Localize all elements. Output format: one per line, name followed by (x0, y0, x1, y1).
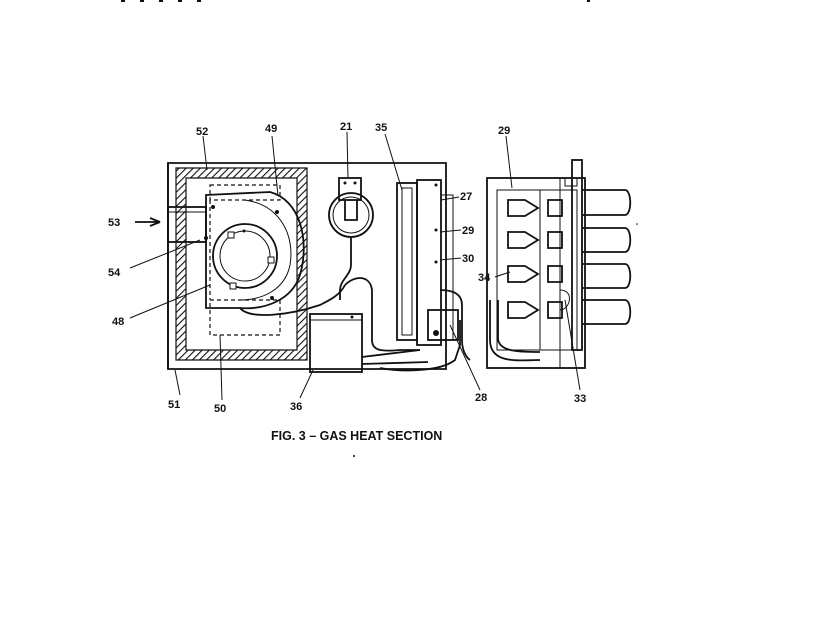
gas-tubing (239, 245, 471, 372)
scan-artifacts (121, 0, 590, 2)
callout-21: 21 (340, 121, 352, 133)
callout-33: 33 (574, 393, 586, 405)
callout-28: 28 (475, 392, 487, 404)
callout-30: 30 (462, 253, 474, 265)
callout-54: 54 (108, 267, 121, 279)
control-box (309, 313, 363, 373)
callout-36: 36 (290, 401, 302, 413)
callout-29-side: 29 (462, 225, 474, 237)
burner-assembly (486, 159, 632, 369)
gas-valve (328, 177, 374, 245)
heat-exchanger (396, 179, 459, 346)
burner-tubes (582, 189, 632, 325)
leader-lines (129, 131, 581, 401)
scan-dot (353, 455, 355, 457)
insulated-compartment (175, 167, 308, 361)
callout-34: 34 (478, 272, 491, 284)
callout-29-top: 29 (498, 125, 510, 137)
figure-caption: FIG. 3 – GAS HEAT SECTION (271, 429, 442, 443)
inducer-outlet (167, 206, 207, 243)
callout-52: 52 (196, 126, 208, 138)
callout-51: 51 (168, 399, 180, 411)
callout-50: 50 (214, 403, 226, 415)
scan-dot-right (636, 223, 638, 225)
callout-labels: 52 49 21 35 27 29 29 30 53 54 48 34 51 5… (108, 121, 586, 415)
callout-35: 35 (375, 122, 387, 134)
callout-48: 48 (112, 316, 124, 328)
blower-housing (204, 191, 305, 310)
burner-nozzles (507, 199, 563, 319)
dashed-outlines (209, 184, 281, 336)
callout-27: 27 (460, 191, 472, 203)
callout-53: 53 (108, 217, 120, 229)
callout-49: 49 (265, 123, 277, 135)
cabinet-outline (167, 162, 447, 370)
